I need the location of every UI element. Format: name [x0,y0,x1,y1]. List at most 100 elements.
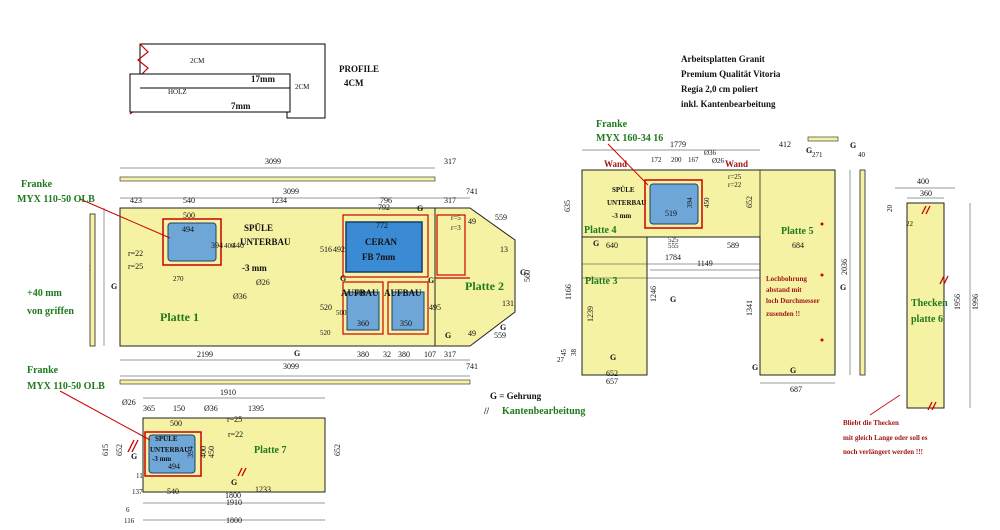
dim-text: 652 [115,444,124,456]
dim-text: 1910 [226,498,242,507]
plate-6-label-a: Thecken [911,298,948,309]
unterbau-label: UNTERBAU [240,237,291,247]
dim-text: Ø36 [704,149,717,157]
g-mark: G [131,452,137,461]
aufbau-label-1: AUFBAU [341,288,379,298]
profile-thickness: 4CM [344,78,364,88]
plate-3-label: Platte 3 [585,276,618,287]
dim-text: 2036 [840,259,849,275]
plate-3 [581,236,648,376]
plate-345-group: SPÜLE UNTERBAU -3 mm Wand Wand Platte 4 … [557,140,866,394]
note-grip: von griffen [27,306,74,317]
aufbau-label-2: AUFBAU [384,288,422,298]
note-hole-1: Lochbohrung [766,275,807,283]
dim-text: 555 [668,242,679,250]
plate-1-group: CERAN FB 7mm AUFBAU AUFBAU SPÜLE UNTERBA… [88,157,532,377]
dim-text: 49 [468,217,476,226]
dim-text: 741 [466,362,478,371]
dim-text: r=22 [728,181,742,189]
wall-label-2: Wand [725,159,748,169]
dim-17mm: 17mm [251,74,275,84]
dim-text: 540 [183,196,195,205]
wood-label: HOLZ [168,88,187,96]
g-mark: G [417,204,423,213]
unterbau-label: UNTERBAU [150,446,189,454]
dim-text: 423 [130,196,142,205]
legend-edge-text: Kantenbearbeitung [502,406,585,417]
dim-text: 652 [745,196,754,208]
dim-text: 49 [468,329,476,338]
profile-top-label: 2CM [190,57,205,65]
plate-6 [906,202,945,409]
dim-text: 6 [126,506,130,514]
dim-text: Ø26 [256,278,270,287]
dim-text: 615 [101,444,110,456]
dim-text: r=25 [728,173,742,181]
dim-text: 394 [211,241,223,250]
dim-text: 540 [167,487,179,496]
dim-text: 1395 [248,404,264,413]
dim-text: 1341 [745,300,754,316]
dim-text: 365 [143,404,155,413]
dim-text: 687 [790,385,802,394]
dim-text: 3099 [283,187,299,196]
dim-text: 270 [173,275,184,283]
dim-text: 516 [320,245,332,254]
dim-text: 13 [500,245,508,254]
header-finish: Regia 2,0 cm poliert [681,84,758,94]
dim-text: 450 [703,197,711,208]
dim-text: 350 [400,319,412,328]
front-strip [119,379,471,385]
dim-text: r=25 [227,415,242,424]
franke-3-brand: Franke [596,119,628,130]
plate-1-label: Platte 1 [160,310,199,324]
spuele-label: SPÜLE [155,435,178,443]
plate-4-label: Platte 4 [584,225,617,236]
side-strip-left [89,213,96,347]
dim-text: 520 [320,303,332,312]
dim-text: 792 [378,203,390,212]
dim-text: 394 [186,446,195,458]
g-mark: G [445,331,451,340]
ceran-sub-label: FB 7mm [362,252,396,262]
dim-text: 492 [333,245,345,254]
note-plus40: +40 mm [27,288,63,299]
ceran-label: CERAN [365,237,398,247]
dim-text: Ø36 [233,292,247,301]
franke-3-model: MYX 160-34 16 [596,133,663,144]
legend-g: G = Gehrung [490,391,542,401]
dim-text: 640 [606,241,618,250]
dim-text: 500 [170,419,182,428]
mm3-label: -3 mm [242,263,267,273]
dim-text: 380 [357,350,369,359]
note-question-2: mit gleich Lange oder soll es [843,434,928,442]
dim-text: 1784 [665,253,681,262]
plate-6-label-b: platte 6 [911,314,943,325]
note-hole-2: abstand mit [766,286,802,294]
header-edge: inkl. Kantenbearbeitung [681,99,776,109]
top-strip [807,136,839,142]
dim-text: 394 [686,197,694,208]
dim-text: r=25 [128,262,143,271]
dim-text: 400 [224,242,235,250]
dim-text: 200 [671,156,682,164]
profile-title: PROFILE [339,64,379,74]
dim-text: 360 [357,319,369,328]
edge-marks-6 [921,205,949,411]
franke-2-brand: Franke [27,365,59,376]
g-mark: G [428,276,434,285]
dim-text: 380 [355,289,366,297]
dim-text: 494 [182,225,194,234]
dim-text: 796 [380,196,392,205]
franke-1-model: MYX 110-50 OLB [17,194,95,205]
g-mark: G [840,283,846,292]
g-mark: G [340,274,346,283]
dim-text: 1779 [670,140,686,149]
dim-7mm: 7mm [231,101,251,111]
dim-text: 400 [917,177,929,186]
dim-text: 652 [606,369,618,378]
dim-text: 560 [523,270,532,282]
dim-text: Ø26 [712,157,725,165]
spuele-label: SPÜLE [244,223,273,233]
dim-text: 494 [168,462,180,471]
